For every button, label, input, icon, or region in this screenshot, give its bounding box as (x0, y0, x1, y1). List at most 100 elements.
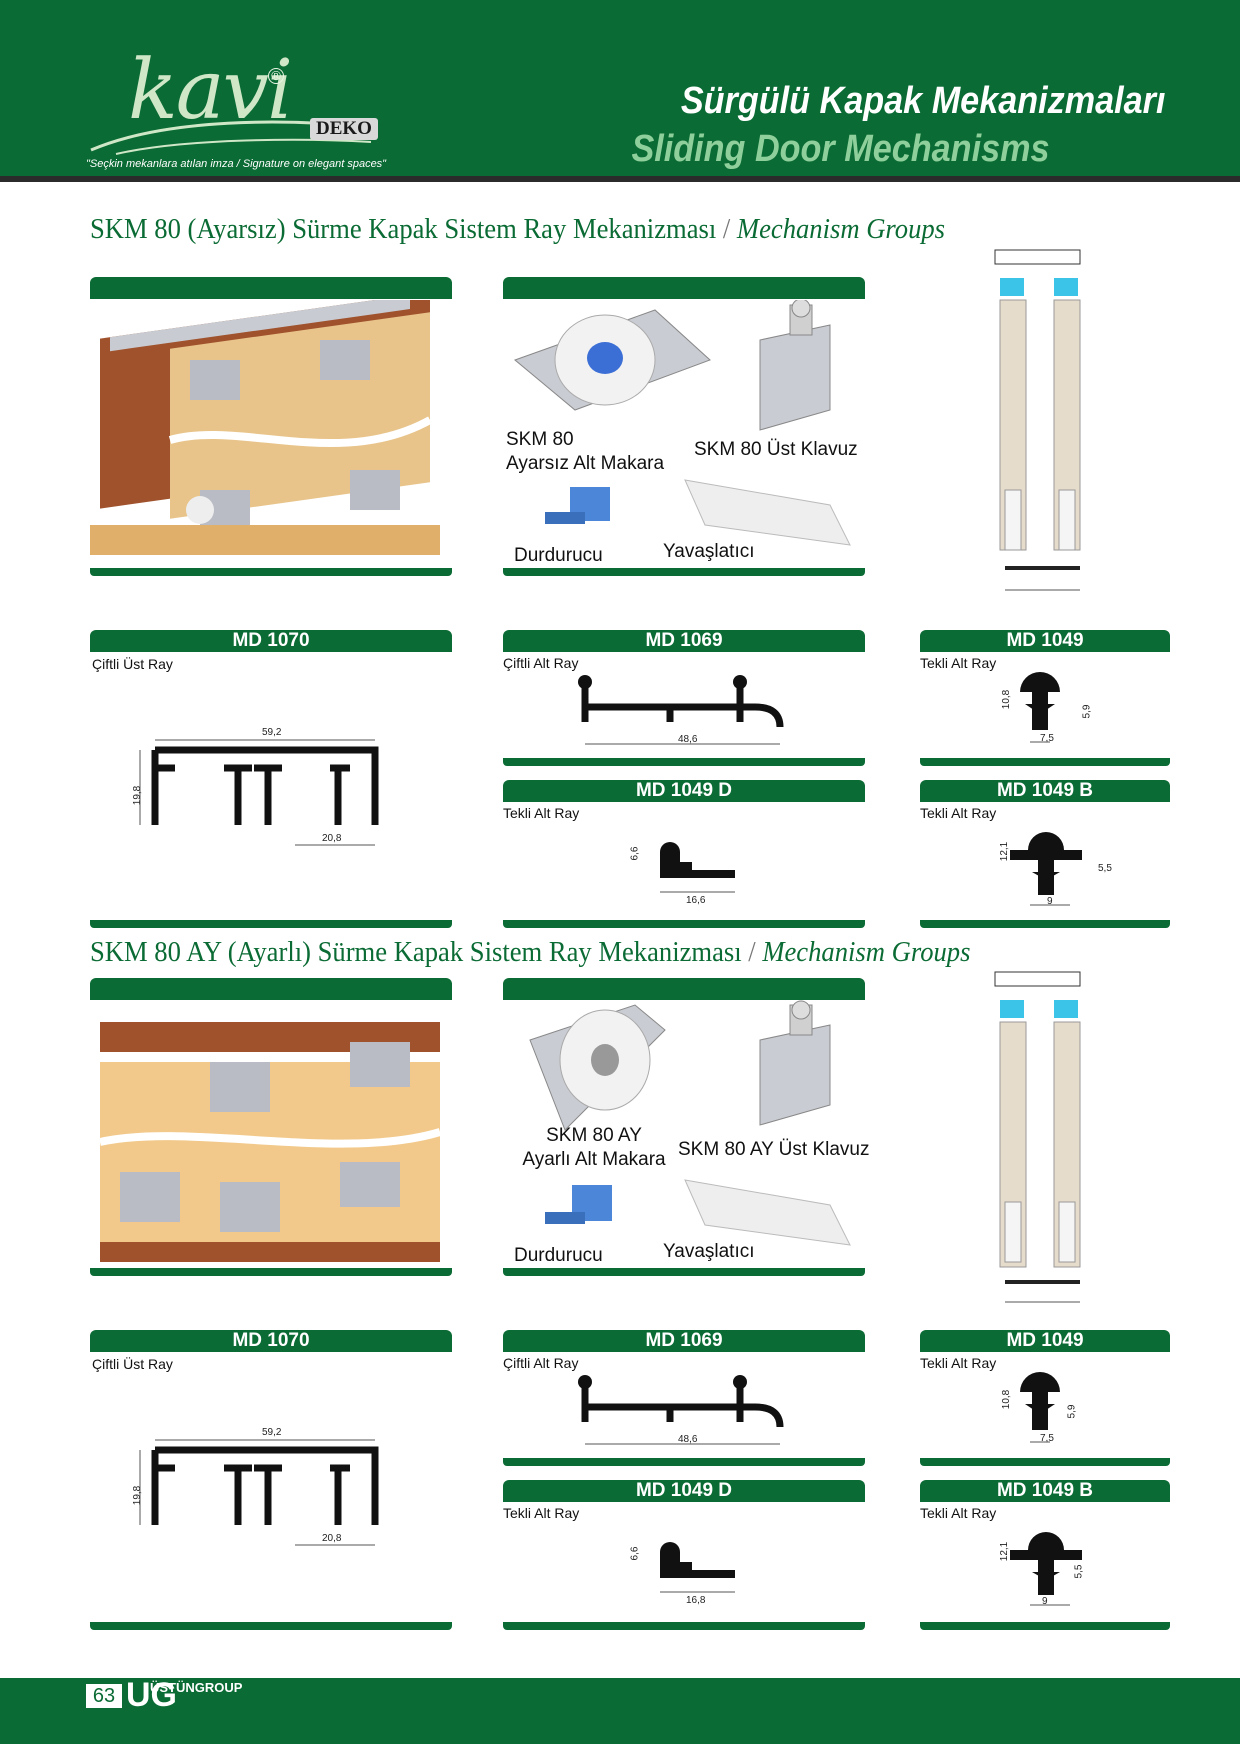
s2-md1049d-height: 6,6 (629, 1546, 641, 1561)
s2-md1070-width: 59,2 (262, 1427, 282, 1438)
section2-damper-image (684, 1179, 851, 1246)
s1-md1049d-code: MD 1049 D (503, 780, 865, 802)
s1-md1049b-drawing (1010, 832, 1082, 906)
s1-md1049b-code: MD 1049 B (920, 780, 1170, 802)
section1-title-sep: / (716, 214, 737, 245)
section1-parts-bottom-bar (503, 568, 865, 576)
logo-wordmark: kavi (128, 43, 293, 138)
s2-md1070-drawing (139, 1439, 379, 1546)
s1-md1069-desc: Çiftli Alt Ray (503, 655, 579, 671)
s2-md1049d-width: 16,8 (686, 1595, 706, 1606)
s2-md1069-desc: Çiftli Alt Ray (503, 1355, 579, 1371)
section1-damper-label: Yavaşlatıcı (663, 541, 755, 562)
s1-md1069-code: MD 1069 (503, 630, 865, 652)
section1-assembly-bottom-bar (90, 568, 452, 576)
s2-md1049d-drawing (660, 1542, 735, 1593)
s1-md1070-width: 59,2 (262, 727, 282, 738)
section2-roller-label: SKM 80 AY Ayarlı Alt Makara (514, 1124, 674, 1172)
s2-md1049b-code: MD 1049 B (920, 1480, 1170, 1502)
s1-md1049-code: MD 1049 (920, 630, 1170, 652)
section2-parts-header-bar (503, 978, 865, 1000)
page-title-en: Sliding Door Mechanisms (631, 128, 1050, 170)
s2-md1049-desc: Tekli Alt Ray (920, 1355, 997, 1371)
s2-md1049-height: 10,8 (1001, 1389, 1013, 1410)
section2-title: SKM 80 AY (Ayarlı) Sürme Kapak Sistem Ra… (90, 937, 970, 969)
s2-md1070-desc: Çiftli Üst Ray (92, 1356, 173, 1372)
s2-md1049-height2: 5,9 (1066, 1404, 1078, 1419)
slogan: "Seçkin mekanlara atılan imza / Signatur… (86, 158, 387, 170)
s2-md1049-code: MD 1049 (920, 1330, 1170, 1352)
s1-md1049-width: 7,5 (1040, 733, 1054, 744)
section2-roller-image (529, 1004, 666, 1131)
s1-md1049b-height2: 5,5 (1098, 863, 1112, 874)
s2-md1049d-desc: Tekli Alt Ray (503, 1505, 580, 1521)
section1-assembly-header-bar (90, 277, 452, 299)
section2-roller-line1: SKM 80 AY (546, 1125, 642, 1146)
section1-cross-section-drawing (994, 249, 1081, 591)
s1-md1049d-width: 16,6 (686, 895, 706, 906)
s1-md1049b-width: 9 (1047, 896, 1053, 907)
brand-name: ÜSTÜNGROUP (150, 1680, 243, 1695)
s2-md1069-bottom-bar (503, 1458, 865, 1466)
section1-roller-line1: SKM 80 (506, 429, 574, 450)
section2-damper-label: Yavaşlatıcı (663, 1241, 755, 1262)
header-rule (0, 176, 1240, 182)
s2-row-bottom-bar-3 (920, 1622, 1170, 1630)
s1-md1070-height: 19,8 (132, 785, 144, 806)
section2-title-en: Mechanism Groups (762, 937, 971, 968)
s1-md1049-desc: Tekli Alt Ray (920, 655, 997, 671)
s2-row-bottom-bar-1 (90, 1622, 452, 1630)
s2-md1069-code: MD 1069 (503, 1330, 865, 1352)
s2-md1049-width: 7,5 (1040, 1433, 1054, 1444)
s1-md1049b-height: 12,1 (999, 841, 1011, 862)
s1-md1070-code: MD 1070 (90, 630, 452, 652)
s2-row-bottom-bar-2 (503, 1622, 865, 1630)
section1-parts-header-bar (503, 277, 865, 299)
s1-md1049d-drawing (660, 842, 735, 893)
section2-title-sep: / (741, 937, 763, 968)
s1-row-bottom-bar-2 (503, 920, 865, 928)
section2-assembly-bottom-bar (90, 1268, 452, 1276)
section2-title-main: SKM 80 AY (Ayarlı) Sürme Kapak Sistem Ra… (90, 937, 742, 968)
s1-md1069-width: 48,6 (678, 734, 698, 745)
page-number: 63 (86, 1684, 122, 1708)
logo-deko: DEKO (310, 118, 378, 140)
s2-md1049d-code: MD 1049 D (503, 1480, 865, 1502)
s1-md1049-height2: 5,9 (1081, 704, 1093, 719)
page-title-tr: Sürgülü Kapak Mekanizmaları (680, 80, 1165, 122)
section2-roller-line2: Ayarlı Alt Makara (522, 1149, 666, 1170)
section2-cross-section-drawing (994, 971, 1081, 1303)
s2-md1069-width: 48,6 (678, 1434, 698, 1445)
section1-title-en: Mechanism Groups (736, 214, 946, 245)
section1-title-main: SKM 80 (Ayarsız) Sürme Kapak Sistem Ray … (90, 214, 717, 245)
section1-roller-image (514, 309, 711, 411)
s1-md1070-gap: 20,8 (322, 833, 342, 844)
s2-md1069-drawing (578, 1375, 784, 1445)
section1-assembly-illustration (90, 300, 440, 555)
s1-md1049d-height: 6,6 (629, 846, 641, 861)
s2-md1049-drawing (1020, 1372, 1060, 1443)
s2-md1049b-height2: 5,5 (1073, 1564, 1085, 1579)
section2-assembly-illustration (99, 1022, 442, 1262)
section1-title: SKM 80 (Ayarsız) Sürme Kapak Sistem Ray … (90, 214, 945, 246)
s1-md1049d-desc: Tekli Alt Ray (503, 805, 580, 821)
s1-md1049-drawing (1020, 672, 1060, 743)
s1-md1070-drawing (139, 739, 379, 846)
s2-md1070-code: MD 1070 (90, 1330, 452, 1352)
footer-band (0, 1678, 1240, 1744)
s2-md1070-gap: 20,8 (322, 1533, 342, 1544)
logo-registered-mark: ® (268, 68, 284, 84)
s1-md1049-height: 10,8 (1001, 689, 1013, 710)
section1-roller-line2: Ayarsız Alt Makara (506, 453, 665, 474)
section2-guide-label: SKM 80 AY Üst Klavuz (678, 1139, 870, 1160)
s1-row-bottom-bar-3 (920, 920, 1170, 928)
section2-assembly-header-bar (90, 978, 452, 1000)
section1-guide-label: SKM 80 Üst Klavuz (694, 439, 858, 460)
section1-damper-image (684, 479, 851, 546)
brand-mark: UG (126, 1676, 177, 1714)
s1-md1069-bottom-bar (503, 758, 865, 766)
s2-md1049b-height: 12,1 (999, 1541, 1011, 1562)
s1-md1070-desc: Çiftli Üst Ray (92, 656, 173, 672)
section1-stopper-image (545, 487, 610, 524)
s2-md1049b-drawing (1010, 1532, 1082, 1606)
